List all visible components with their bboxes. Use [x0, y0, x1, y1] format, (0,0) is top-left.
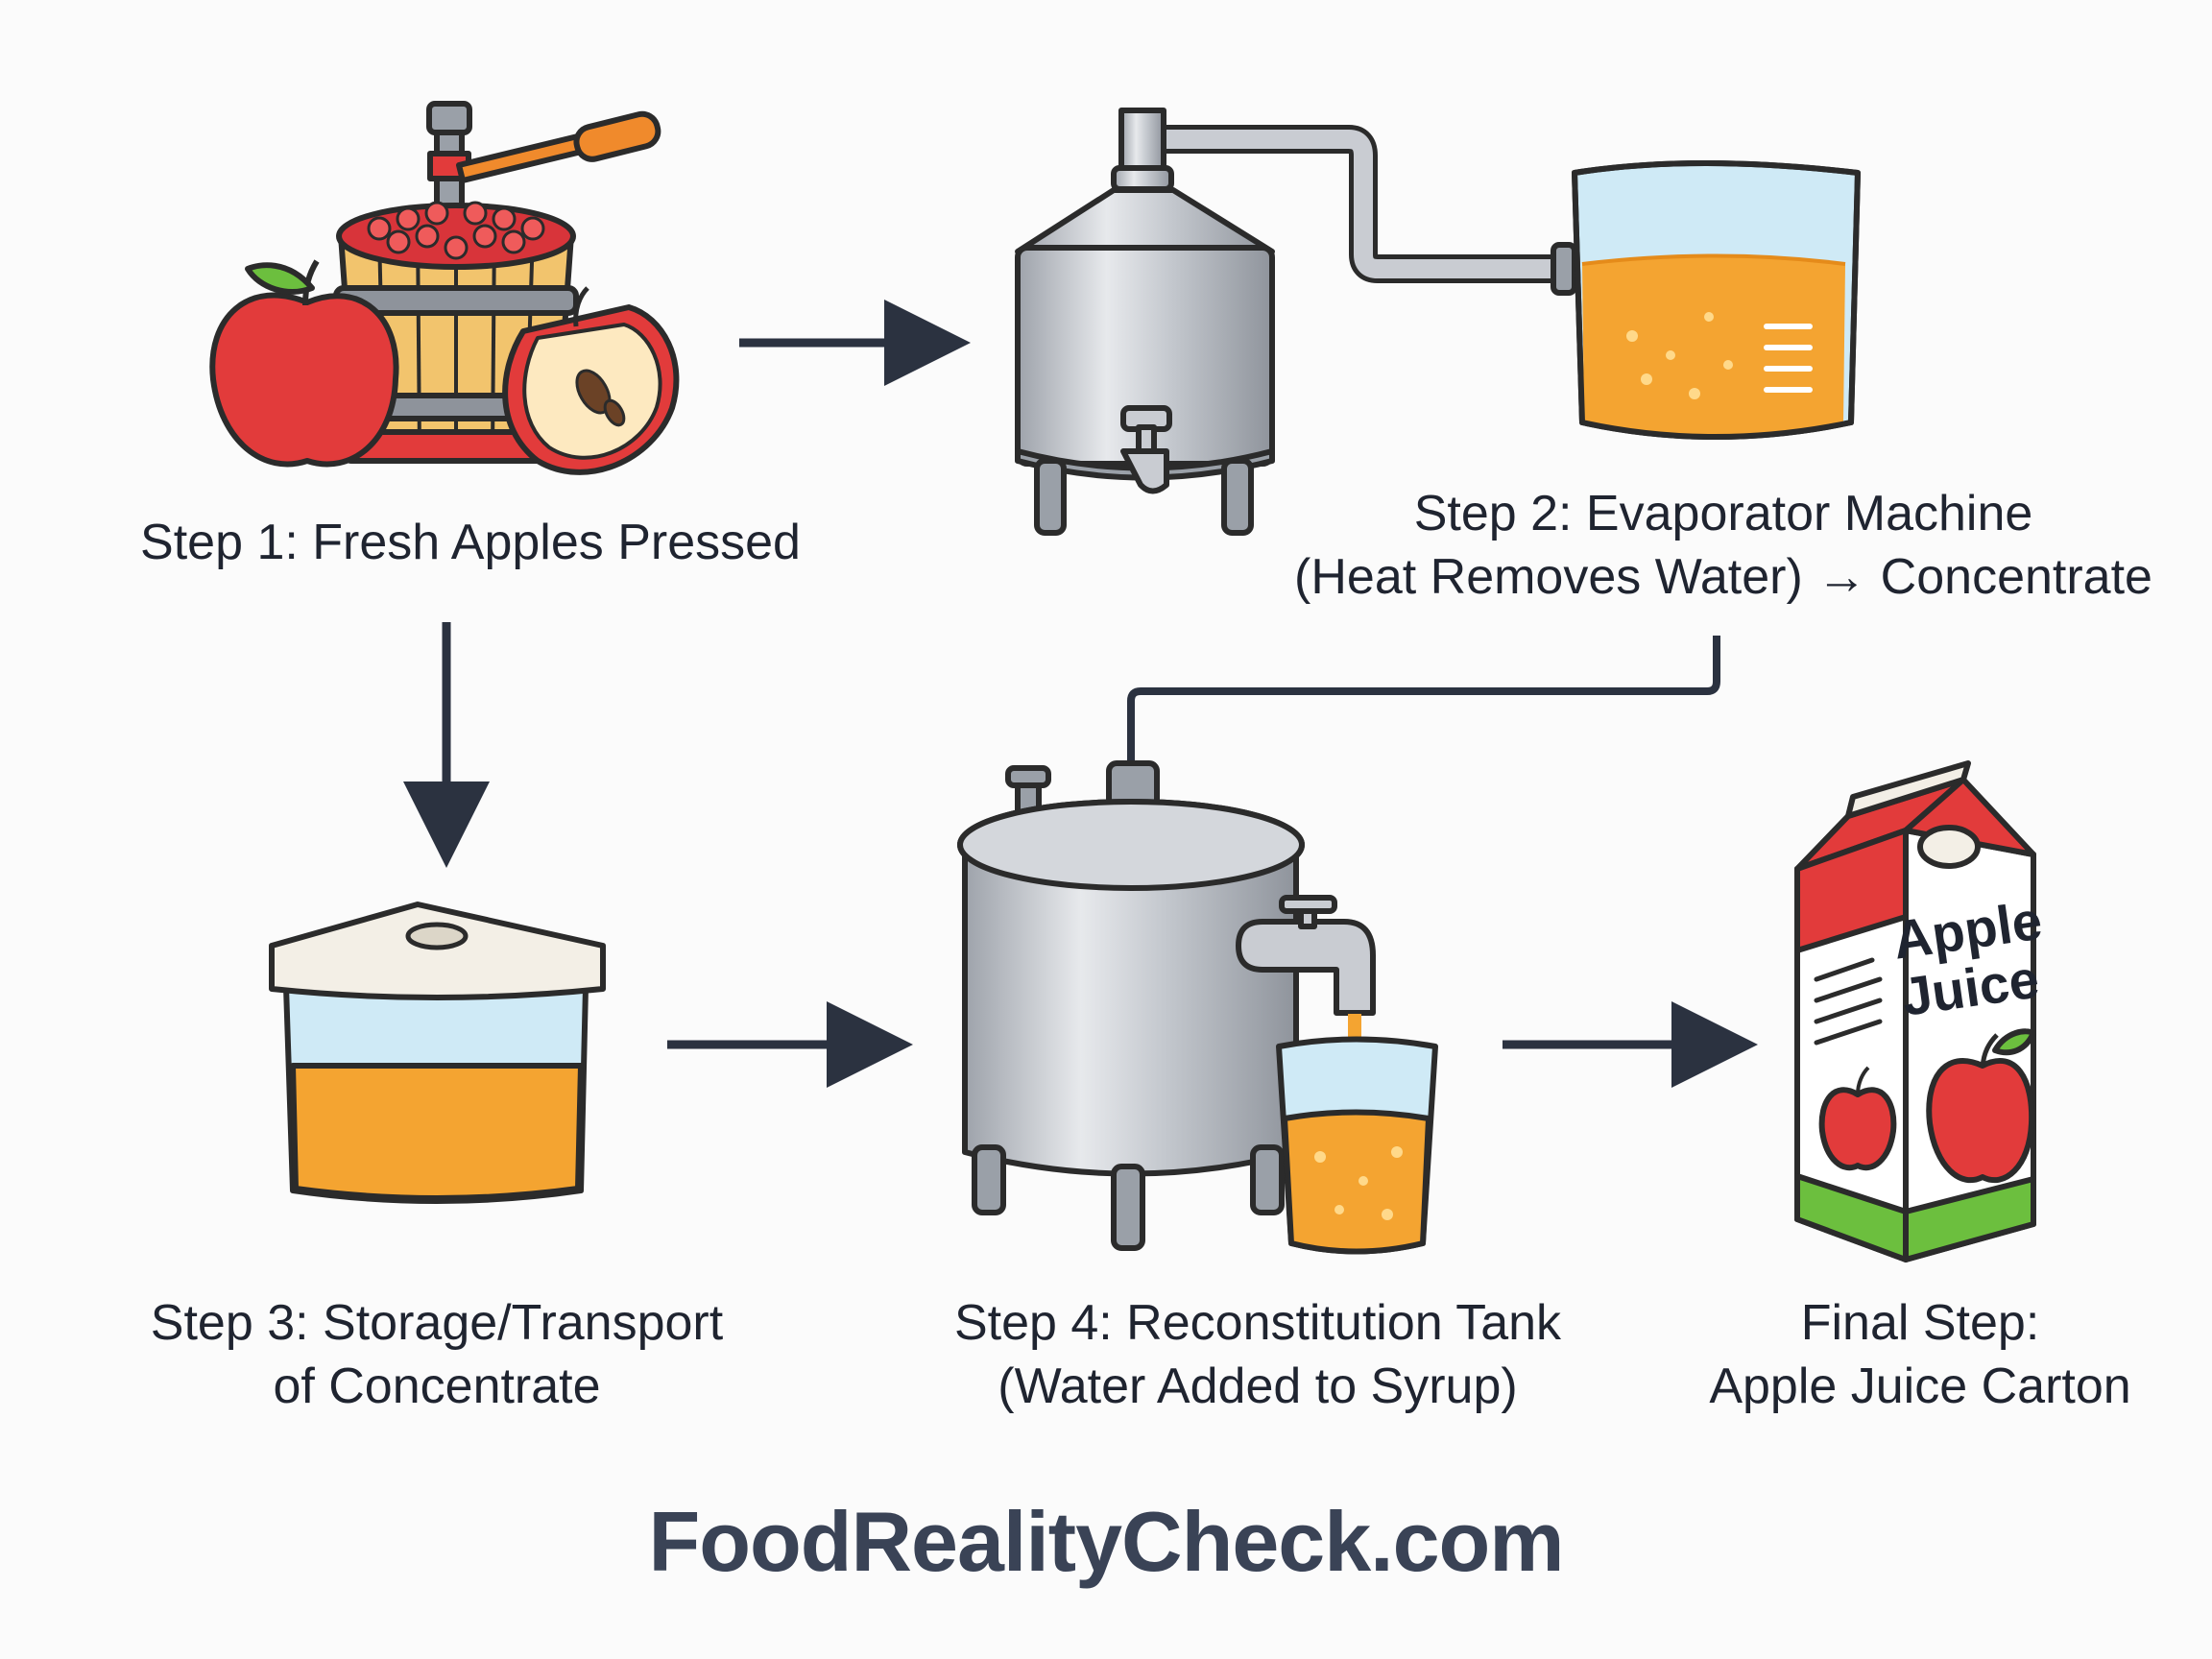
final-step-label-line1: Final Step:	[1800, 1295, 2040, 1351]
step2-label: Step 2: Evaporator Machine (Heat Removes…	[1277, 482, 2170, 609]
final-step-label: Final Step: Apple Juice Carton	[1661, 1291, 2179, 1418]
step4-label-line2: (Water Added to Syrup)	[998, 1358, 1518, 1414]
step4-label: Step 4: Reconstitution Tank (Water Added…	[898, 1291, 1618, 1418]
step2-label-line2: (Heat Removes Water) → Concentrate	[1294, 549, 2152, 605]
step4-label-line1: Step 4: Reconstitution Tank	[953, 1295, 1562, 1351]
storage-container-icon	[269, 902, 606, 1204]
connector-step2-to-step4	[1127, 636, 1720, 763]
final-step-label-line2: Apple Juice Carton	[1709, 1358, 2131, 1414]
evaporator-machine-icon	[1015, 108, 1577, 536]
apple-juice-carton-icon: Apple Juice	[1794, 760, 2046, 1262]
step3-label-line1: Step 3: Storage/Transport	[150, 1295, 724, 1351]
step2-label-line1: Step 2: Evaporator Machine	[1413, 486, 2033, 541]
footer-brand: FoodRealityCheck.com	[648, 1494, 1564, 1589]
step1-label: Step 1: Fresh Apples Pressed	[134, 511, 806, 574]
step1-label-line1: Step 1: Fresh Apples Pressed	[140, 515, 801, 570]
reconstitution-tank-icon	[957, 760, 1376, 1251]
glass-of-juice-icon	[1276, 1036, 1438, 1255]
step3-label-line2: of Concentrate	[273, 1358, 601, 1414]
concentrate-beaker-icon	[1572, 160, 1861, 440]
apple-press-icon	[209, 101, 680, 475]
step3-label: Step 3: Storage/Transport of Concentrate	[96, 1291, 778, 1418]
